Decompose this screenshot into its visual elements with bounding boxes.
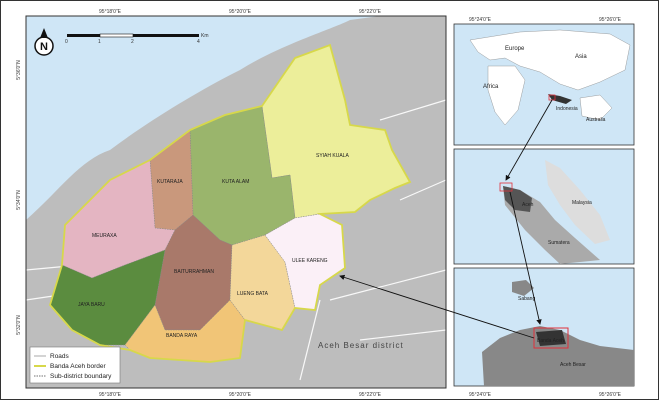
arrow-world-to-sumatra <box>505 99 553 181</box>
inset-bottom-tick-1: 95°24'0"E <box>469 392 492 398</box>
label-banda-raya: BANDA RAYA <box>166 333 198 339</box>
indonesia-shape <box>548 94 572 104</box>
north-arrow-icon: N <box>34 28 54 56</box>
legend-item-border: Banda Aceh border <box>50 363 106 370</box>
aceh-label-aceh-besar: Aceh Besar <box>560 362 586 368</box>
inset-world: Europe Asia Africa Indonesia Australia <box>453 23 635 146</box>
world-label-africa: Africa <box>483 84 499 90</box>
label-lueng-bata: LUENG BATA <box>237 291 269 297</box>
label-ulee-kareng: ULEE KARENG <box>292 258 328 264</box>
subdistrict-kutaraja <box>149 129 194 231</box>
inset-aceh: Sabang Banda Aceh Aceh Besar <box>453 267 635 387</box>
sumatra-label-aceh: Aceh <box>522 202 534 208</box>
left-tick-3: 5°32'0"N <box>16 315 22 335</box>
inset-sumatra: Aceh Malaysia Sumatera <box>453 148 635 265</box>
legend-item-roads: Roads <box>50 353 70 360</box>
bottom-tick-3: 95°22'0"E <box>359 392 382 398</box>
label-meuraxa: MEURAXA <box>92 233 117 239</box>
world-label-australia: Australia <box>586 117 606 123</box>
banda-aceh-land <box>536 330 566 346</box>
top-tick-3: 95°22'0"E <box>359 9 382 15</box>
north-label: N <box>40 41 48 53</box>
sabang-island <box>512 280 534 296</box>
aceh-besar-land <box>482 326 634 386</box>
main-map: MEURAXA KUTARAJA KUTA ALAM SYIAH KUALA B… <box>25 16 447 388</box>
main-map-border <box>25 15 447 389</box>
subdistricts <box>49 44 411 363</box>
scale-tick-1: 1 <box>98 39 101 45</box>
arrow-aceh-to-main <box>339 274 535 339</box>
label-kutaraja: KUTARAJA <box>157 179 183 185</box>
bottom-tick-2: 95°20'0"E <box>229 392 252 398</box>
world-label-indonesia: Indonesia <box>556 106 578 112</box>
world-continents <box>469 29 631 126</box>
aceh-label-sabang: Sabang <box>518 296 535 302</box>
world-label-europe: Europe <box>505 46 525 52</box>
legend: Roads Banda Aceh border Sub-district bou… <box>29 346 121 384</box>
banda-aceh-border <box>48 43 412 363</box>
label-syiah-kuala: SYIAH KUALA <box>316 153 349 159</box>
bottom-tick-1: 95°18'0"E <box>99 392 122 398</box>
aceh-besar-district-label: Aceh Besar district <box>318 341 404 350</box>
scale-tick-2: 2 <box>131 39 134 45</box>
inset-top-tick-1: 95°24'0"E <box>469 17 492 23</box>
sumatra-label-malaysia: Malaysia <box>572 200 592 206</box>
top-tick-1: 95°18'0"E <box>99 9 122 15</box>
sumatra-highlight-box <box>499 182 513 192</box>
inset-bottom-tick-2: 95°26'0"E <box>599 392 622 398</box>
scale-tick-4: 4 <box>197 39 200 45</box>
inset-top-tick-2: 95°26'0"E <box>599 17 622 23</box>
malaysia-land <box>545 160 610 244</box>
arrow-sumatra-to-aceh <box>509 191 542 325</box>
connector-arrows <box>339 99 553 339</box>
sumatra-label-sumatera: Sumatera <box>548 240 570 246</box>
aceh-label-banda-aceh: Banda Aceh <box>537 338 564 344</box>
world-label-asia: Asia <box>575 54 587 60</box>
scale-unit: Km <box>201 33 209 39</box>
legend-item-subdistrict: Sub-district boundary <box>50 373 112 380</box>
left-tick-1: 5°36'0"N <box>16 60 22 80</box>
label-baiturrahman: BAITURRAHMAN <box>174 269 214 275</box>
left-tick-2: 5°34'0"N <box>16 190 22 210</box>
scale-bar: 0 1 2 4 Km <box>65 33 209 45</box>
label-kuta-alam: KUTA ALAM <box>222 179 249 185</box>
scale-tick-0: 0 <box>65 39 68 45</box>
label-jaya-baru: JAYA BARU <box>78 302 105 308</box>
top-tick-2: 95°20'0"E <box>229 9 252 15</box>
